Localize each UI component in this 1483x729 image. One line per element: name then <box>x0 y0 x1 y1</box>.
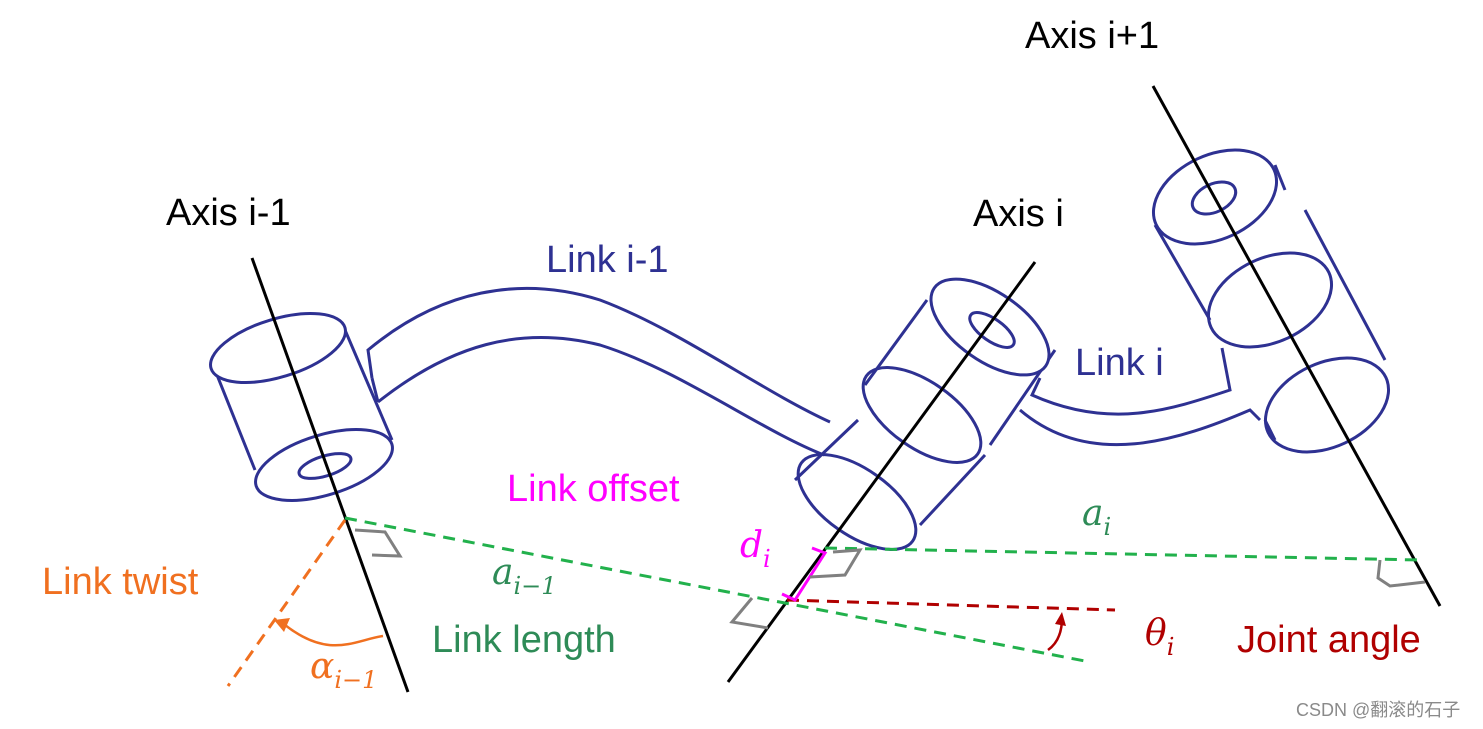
link-twist-projected-axis <box>226 519 347 687</box>
axis-i-line <box>726 261 1037 683</box>
link-length-im1-line <box>344 516 1091 664</box>
link-twist-label: Link twist <box>42 561 199 603</box>
link-im1-label: Link i-1 <box>546 239 669 281</box>
watermark: CSDN @翻滚的石子 <box>1296 700 1460 720</box>
link-offset-label: Link offset <box>507 468 680 510</box>
a-i-symbol: ai <box>1082 493 1111 541</box>
joint-angle-label: Joint angle <box>1237 619 1421 661</box>
axis-ip1-line <box>1151 85 1442 607</box>
theta-i-symbol: θi <box>1145 613 1174 661</box>
axis-labels: Axis i-1 Axis i Axis i+1 <box>166 15 1159 235</box>
d-i-symbol: di <box>740 525 771 573</box>
link-i-arm <box>1019 347 1262 447</box>
link-length-i-line <box>824 546 1421 562</box>
link-i-label: Link i <box>1075 342 1164 384</box>
joint-angle-ref-line <box>786 598 1116 612</box>
link-im1-arm <box>366 286 831 457</box>
a-im1-symbol: ai−1 <box>492 552 557 600</box>
axis-im1-line <box>250 257 410 693</box>
joint-angle-arrowhead <box>1055 612 1066 626</box>
alpha-im1-symbol: αi−1 <box>310 646 377 694</box>
link-twist-arrowhead <box>274 618 290 632</box>
axis-ip1-label: Axis i+1 <box>1025 15 1159 57</box>
axis-im1-label: Axis i-1 <box>166 192 291 234</box>
right-angle-markers <box>354 528 1426 630</box>
link-twist-arc <box>284 624 384 647</box>
link-length-label: Link length <box>432 619 616 661</box>
axis-i-label: Axis i <box>973 193 1064 235</box>
joint-im1-cylinder <box>209 312 394 502</box>
